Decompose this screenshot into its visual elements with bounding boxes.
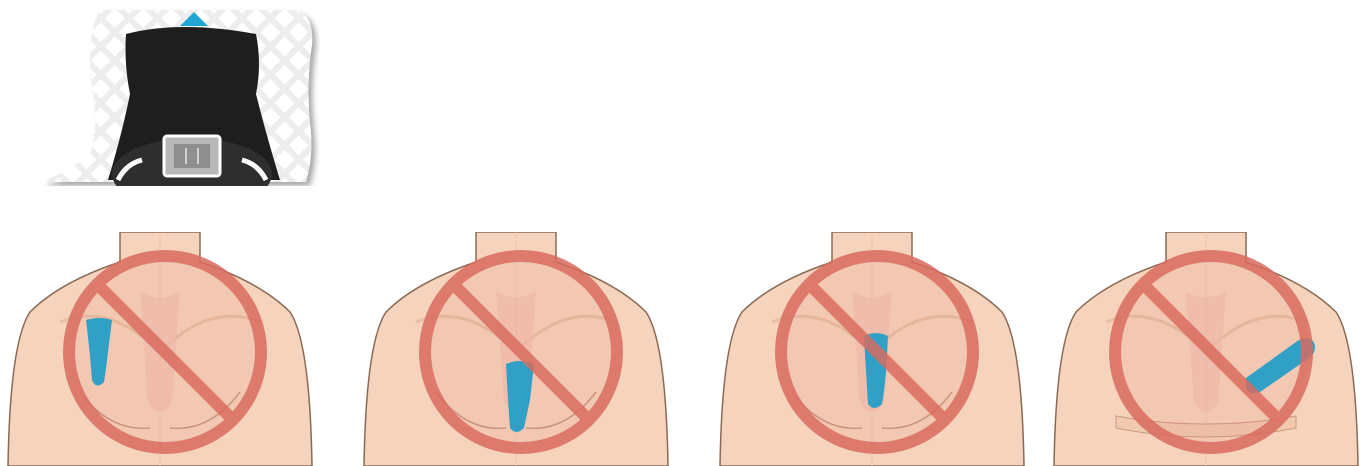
device-illustration (30, 4, 320, 186)
no-sign-icon (1115, 256, 1307, 448)
panel-wrong-placement-2 (356, 232, 676, 466)
no-sign-icon (425, 256, 617, 448)
panel-wrong-placement-3 (712, 232, 1032, 466)
panel-wrong-placement-1 (0, 232, 320, 466)
no-sign-icon (69, 256, 261, 448)
no-sign-icon (781, 256, 973, 448)
wearable-chest-sensor-icon (30, 4, 320, 186)
panel-wrong-placement-4 (1046, 232, 1366, 466)
